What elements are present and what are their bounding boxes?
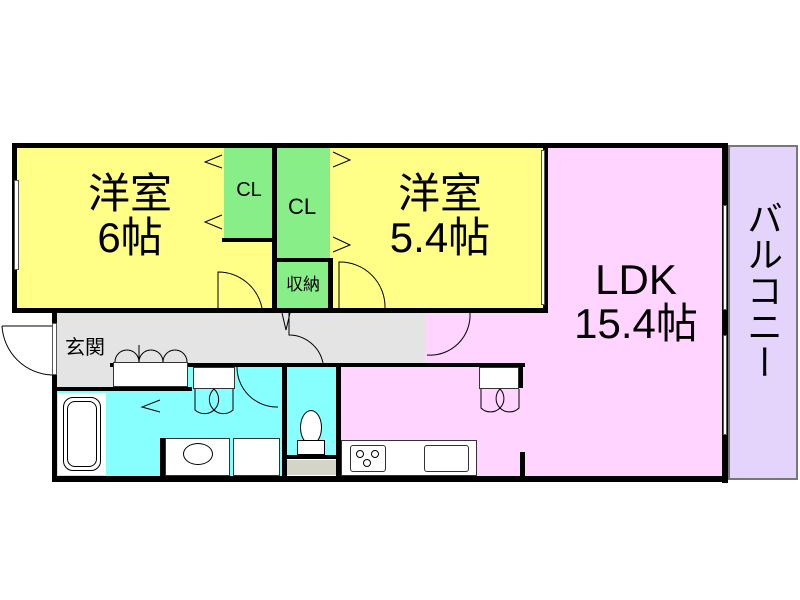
closet-2-label: CL xyxy=(287,194,317,219)
wall-toilet-right xyxy=(336,363,341,481)
wall-ldk-stub xyxy=(520,452,525,480)
western-room-1-label: 洋室 6帖 xyxy=(40,170,220,262)
wall-ldk-right xyxy=(722,143,728,483)
wall-toilet-shelf xyxy=(284,455,338,459)
western-room-2 xyxy=(330,145,546,310)
wall-toilet-left xyxy=(282,363,287,481)
washbasin-icon xyxy=(165,438,230,476)
toilet-shelf xyxy=(286,460,336,475)
storage-label: 収納 xyxy=(286,275,320,294)
window-ldk-1 xyxy=(723,205,727,310)
wall-storage-top xyxy=(274,258,332,262)
window-entrance-door xyxy=(52,323,57,375)
shoe-cabinet xyxy=(113,362,188,387)
wall-bedroom-bottom xyxy=(12,308,546,313)
washroom-cabinet xyxy=(193,367,235,389)
window-bedroom2-right xyxy=(541,150,545,305)
ldk-size: 15.4帖 xyxy=(574,300,698,348)
entrance-label: 玄関 xyxy=(65,337,105,359)
ldk-cabinet xyxy=(479,367,519,389)
closet-2 xyxy=(276,145,330,260)
wall-left-lower xyxy=(52,310,57,482)
wall-bath-right xyxy=(160,438,165,482)
ldk-upper-left xyxy=(425,310,550,368)
ldk-room xyxy=(546,145,726,480)
window-ldk-2 xyxy=(723,335,727,435)
western-room-2-label: 洋室 5.4帖 xyxy=(355,170,525,262)
storage xyxy=(276,262,330,310)
ldk-label: LDK 15.4帖 xyxy=(546,256,726,348)
wall-bedroom2-right xyxy=(543,143,548,313)
wall-closet2-right xyxy=(328,258,333,313)
wall-top xyxy=(12,143,726,148)
wall-hall-bottom-right xyxy=(340,363,525,367)
toilet-icon xyxy=(297,410,325,455)
wall-ldk-storage xyxy=(517,363,523,388)
kitchen-counter xyxy=(341,440,477,476)
wall-closet-divider xyxy=(272,143,277,313)
bathtub-icon xyxy=(58,393,106,475)
washing-machine-space xyxy=(233,438,280,476)
sink-icon xyxy=(424,445,469,472)
entrance xyxy=(55,310,113,390)
balcony-label: バルコニー xyxy=(742,200,783,380)
balcony xyxy=(728,145,798,480)
western-room-2-name: 洋室 xyxy=(397,170,482,217)
stove-icon xyxy=(350,445,386,472)
wall-bottom xyxy=(52,476,728,482)
closet-1-label: CL xyxy=(236,179,262,201)
wall-entrance-bottom xyxy=(52,387,192,391)
western-room-1-name: 洋室 xyxy=(87,170,172,217)
window-bedroom1 xyxy=(14,180,19,270)
western-room-2-size: 5.4帖 xyxy=(389,214,491,262)
closet-1 xyxy=(224,145,272,240)
western-room-1-size: 6帖 xyxy=(97,214,163,262)
ldk-name: LDK xyxy=(595,256,677,303)
wall-hall-bottom xyxy=(110,363,340,367)
wall-closet1-bottom xyxy=(222,238,274,242)
